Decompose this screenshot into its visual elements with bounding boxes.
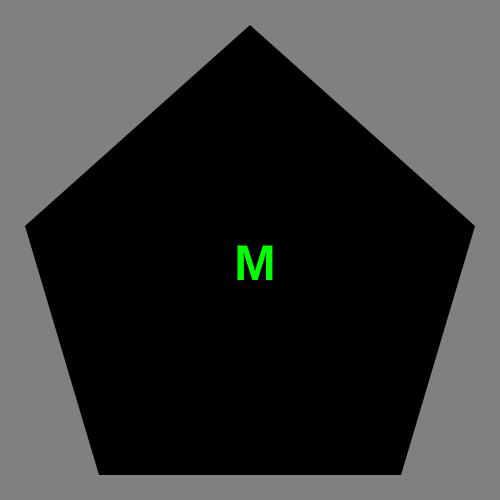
pentagon-shape: [25, 25, 475, 475]
shape-label: M: [234, 235, 276, 291]
